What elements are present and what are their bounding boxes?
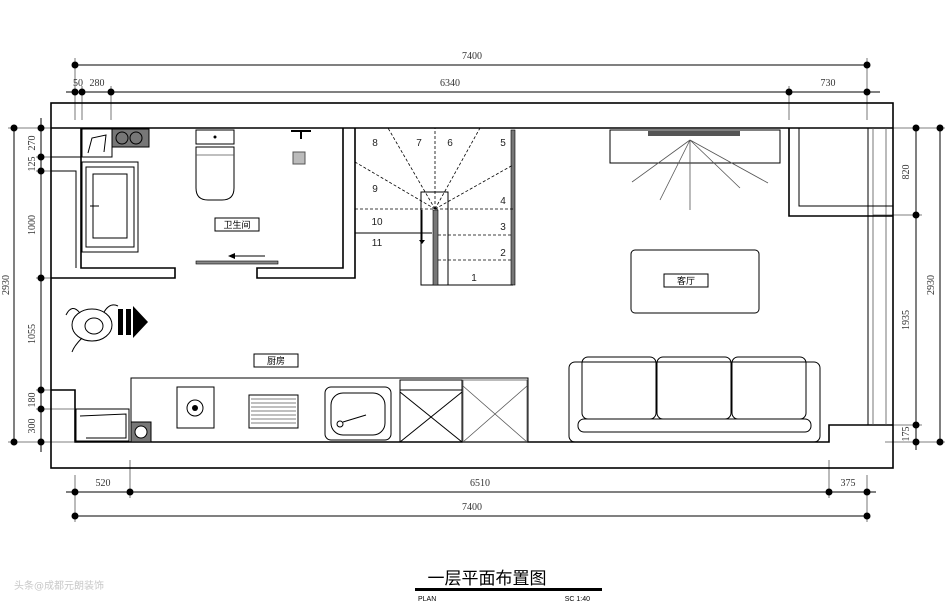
dim-left-2: 1000 [27, 215, 38, 235]
coffee-table-icon [630, 249, 760, 314]
drawing-subtitle: PLAN [418, 596, 436, 603]
sofa-icon [568, 356, 821, 443]
floor-drain-icon [291, 130, 311, 165]
entrance-arrow-icon [118, 306, 148, 338]
drawing-title: 一层平面布置图 [428, 569, 547, 589]
living-label-box [663, 273, 709, 288]
kitchen-sink-icon [324, 386, 392, 441]
title-block: 一层平面布置图 PLAN SC 1:40 [415, 569, 602, 603]
dim-top-total: 7400 [462, 51, 482, 62]
dim-bottom-total: 7400 [462, 502, 482, 513]
step-1: 1 [471, 273, 477, 284]
dim-top-1: 280 [90, 78, 105, 89]
dim-right-2: 175 [901, 427, 912, 442]
step-4: 4 [500, 196, 506, 207]
room-label-bathroom: 卫生间 [223, 219, 250, 231]
sink-cabinet-icon [75, 408, 130, 442]
dimension-top: 7400 50 280 6340 730 [66, 51, 880, 120]
tv-cabinet-icon [609, 129, 781, 210]
room-label-kitchen: 厨房 [267, 355, 285, 367]
step-3: 3 [500, 222, 506, 233]
staircase: 1 2 3 4 5 6 7 8 9 10 11 [354, 127, 516, 286]
kitchen: 厨房 [75, 353, 529, 443]
dim-left-4: 180 [27, 393, 38, 408]
watermark: 头条@成都元朗装饰 [14, 579, 104, 592]
dim-right-0: 820 [901, 165, 912, 180]
step-6: 6 [447, 138, 453, 149]
kitchen-label-box [253, 353, 299, 368]
dimension-bottom: 520 6510 375 7400 [66, 460, 876, 522]
sliding-door [195, 253, 279, 265]
dim-top-0: 50 [73, 78, 83, 89]
step-10: 10 [371, 217, 383, 228]
room-label-living: 客厅 [677, 275, 695, 287]
dim-left-0: 270 [27, 136, 38, 151]
bathroom: 卫生间 [81, 128, 311, 265]
step-9: 9 [372, 184, 378, 195]
dimension-left: 270 125 1000 1055 180 300 2930 [1, 118, 74, 452]
range-hood-grille-icon [248, 394, 299, 429]
dim-bottom-2: 375 [841, 478, 856, 489]
living-room: 客厅 [568, 129, 821, 443]
dishwasher-icon [399, 379, 463, 443]
drawing-scale: SC 1:40 [565, 596, 590, 603]
oven-icon [462, 379, 528, 443]
step-11: 11 [372, 238, 383, 249]
dim-top-2: 6340 [440, 78, 460, 89]
dim-top-3: 730 [821, 78, 836, 89]
step-5: 5 [500, 138, 506, 149]
shower-cabinet-icon [81, 161, 139, 253]
washing-machine-icon [81, 128, 113, 158]
dim-left-1: 125 [27, 157, 38, 172]
step-8: 8 [372, 138, 378, 149]
step-7: 7 [416, 138, 422, 149]
dim-left-3: 1055 [27, 324, 38, 344]
step-2: 2 [500, 248, 506, 259]
stove-icon [176, 386, 215, 429]
dim-left-total: 2930 [1, 275, 12, 295]
dim-right-1: 1935 [901, 310, 912, 330]
toilet-icon [195, 129, 235, 201]
person-icon [65, 304, 119, 353]
dim-bottom-0: 520 [96, 478, 111, 489]
dim-bottom-1: 6510 [470, 478, 490, 489]
dim-right-total: 2930 [926, 275, 937, 295]
bathroom-label-box [214, 217, 260, 232]
dim-left-5: 300 [27, 419, 38, 434]
dimension-right: 820 1935 175 2930 [873, 124, 945, 450]
